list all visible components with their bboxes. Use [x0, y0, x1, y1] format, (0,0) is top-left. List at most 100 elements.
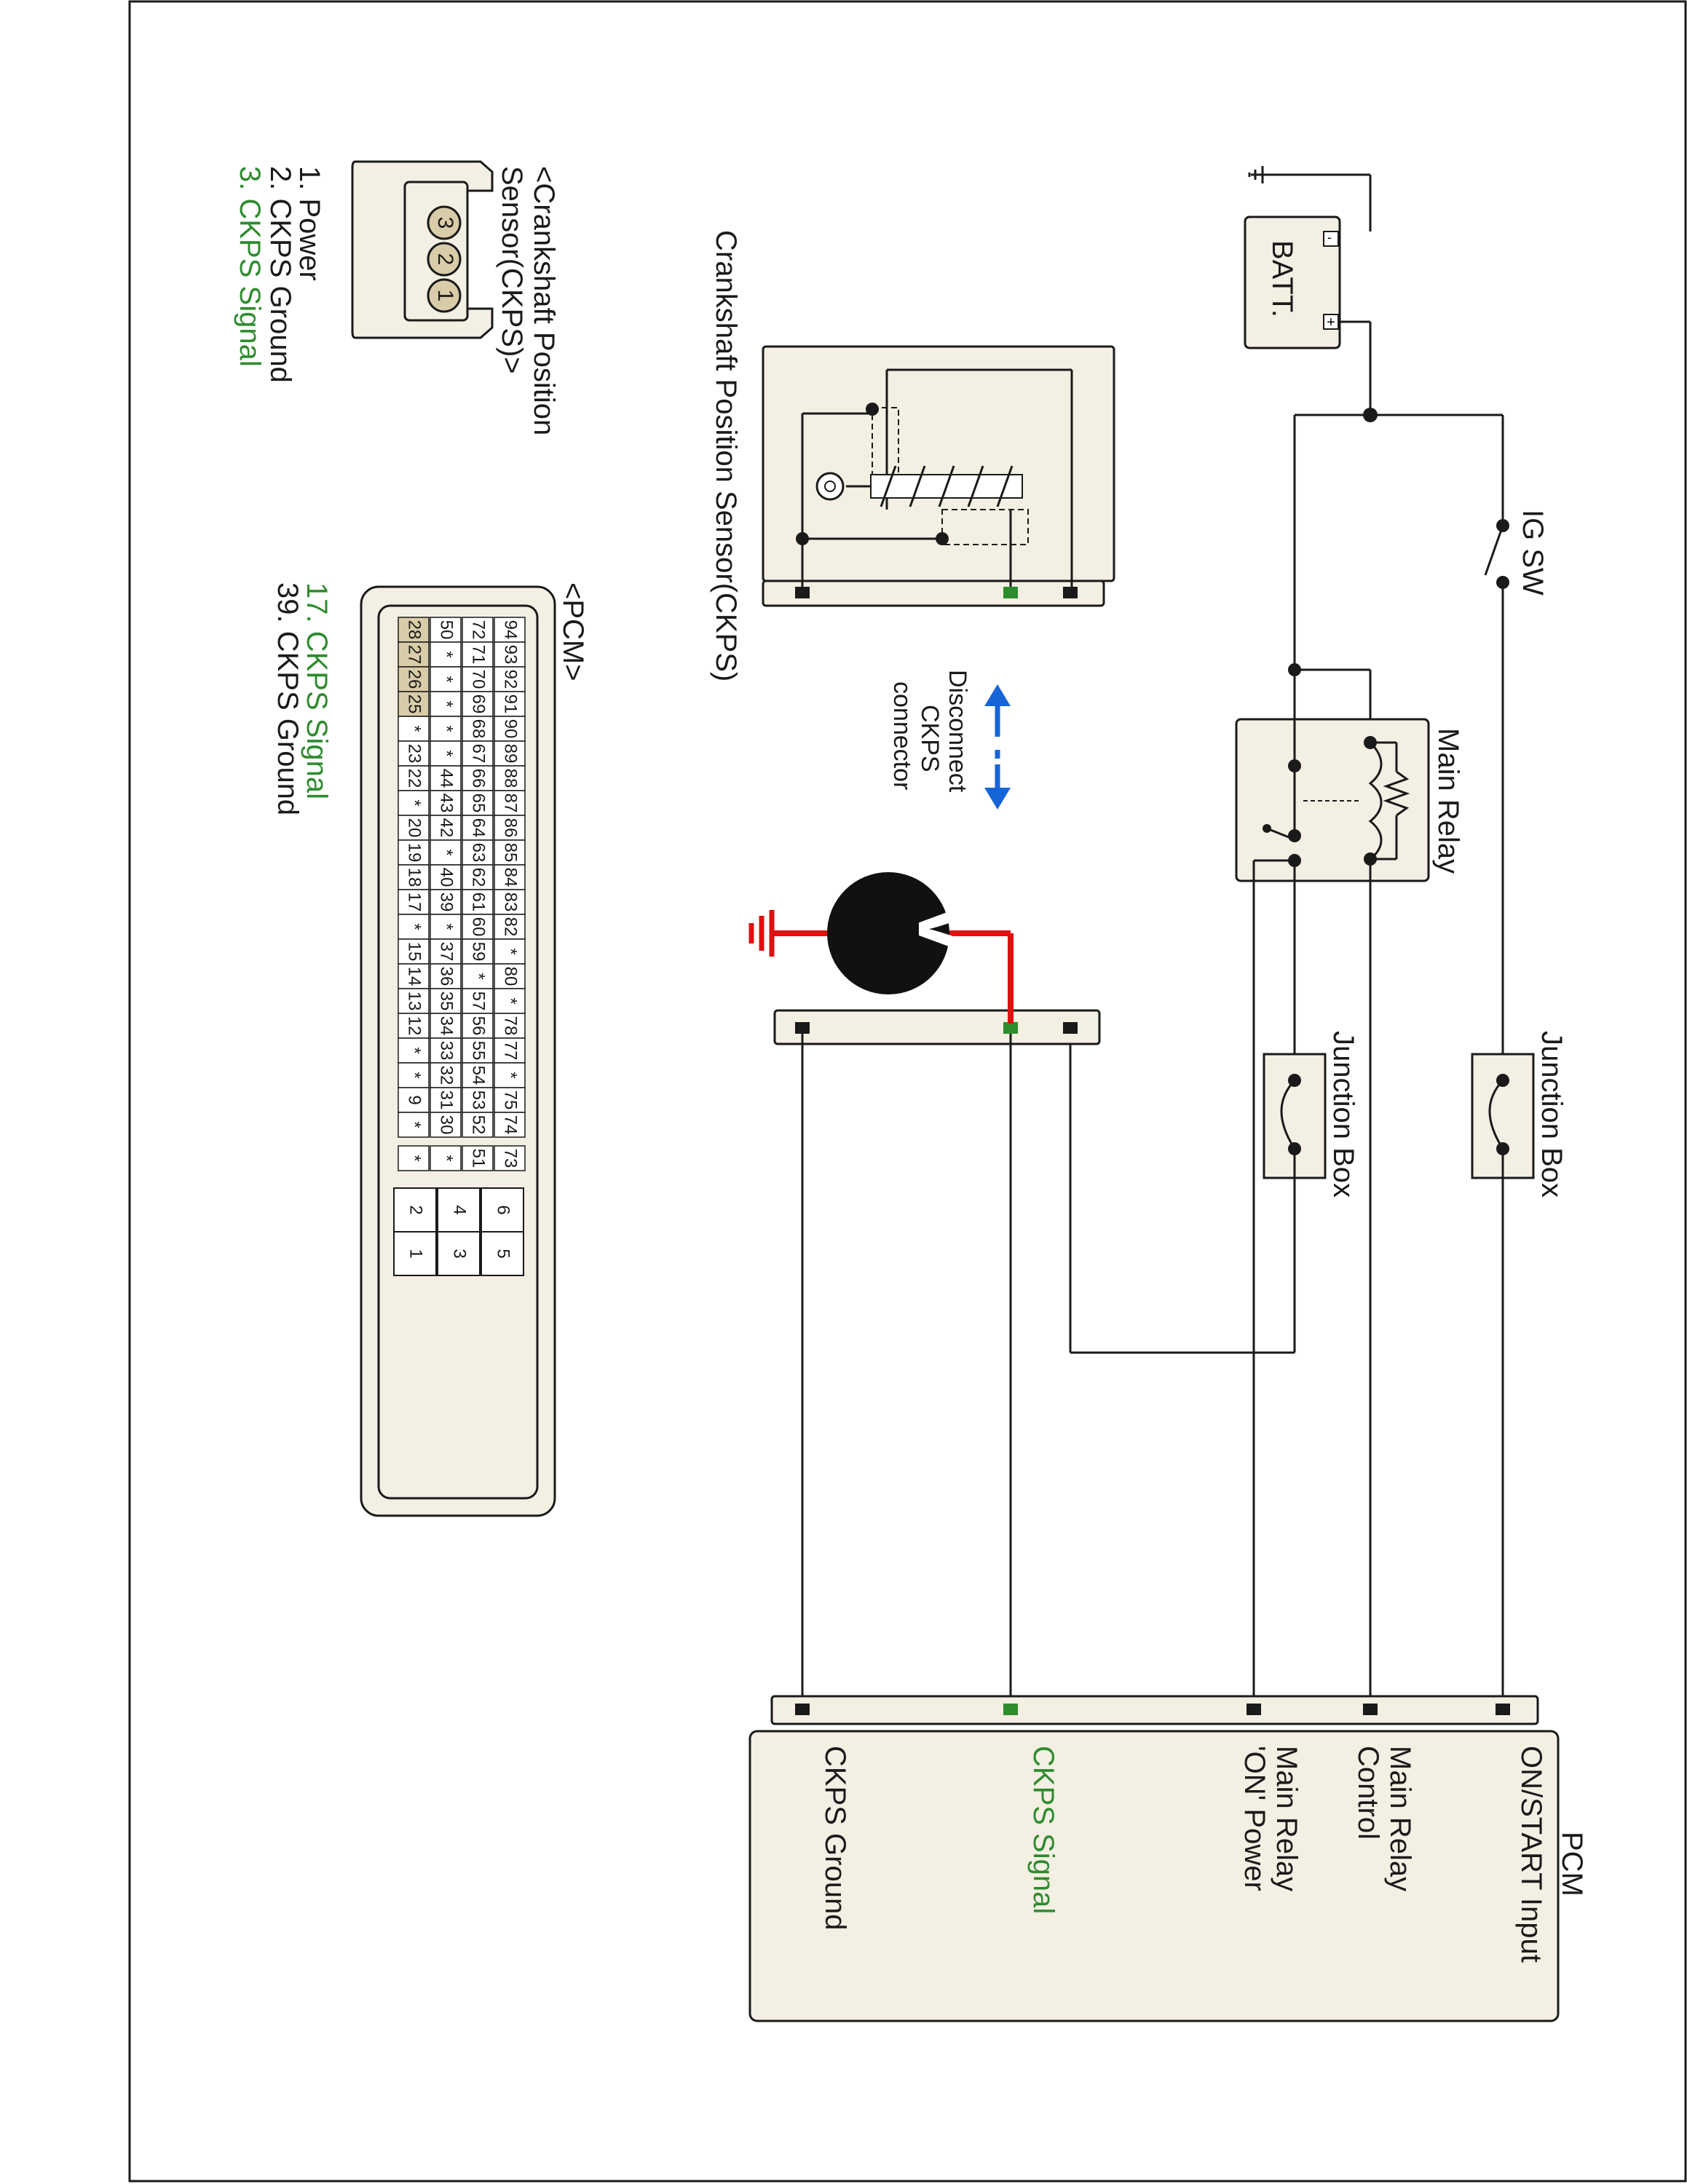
pcm-pin-number: 84: [501, 868, 521, 887]
pcm-pin-number: 60: [469, 917, 489, 937]
pcm-legend-item: 17. CKPS Signal: [301, 582, 333, 799]
pcm-pin-cell: [494, 889, 526, 915]
voltmeter: V: [748, 872, 1014, 1024]
pcm-pin-number: 25: [405, 695, 424, 714]
pcm-power-pin-cell: [481, 1187, 524, 1233]
pcm-power-pin-number: 5: [494, 1249, 513, 1258]
ckps-legend-item: 1. Power: [293, 166, 325, 281]
pcm-pin-cell: [494, 666, 526, 692]
pcm-pin-number: 86: [501, 818, 521, 838]
pcm-pin-cell: [398, 691, 430, 717]
pcm-pin-number: *: [469, 973, 489, 979]
pcm-pin-cell: [494, 864, 526, 890]
pcm-pin-number: 35: [437, 992, 457, 1011]
main-relay-label: Main Relay: [1432, 728, 1464, 874]
pcm-title: PCM: [1556, 1832, 1588, 1896]
pcm-pin-cell: [398, 641, 430, 668]
pcm-power-pin-number: 4: [450, 1205, 470, 1214]
ckps-sensor: Crankshaft Position Sensor(CKPS): [710, 230, 1115, 681]
junction-box-2: Junction Box: [1069, 1028, 1359, 1354]
pcm-pin-cell: [430, 617, 462, 643]
pcm-pin-number: *: [405, 1047, 424, 1053]
disconnect-line-3: connector: [888, 681, 916, 790]
pcm-pin-cell: [430, 988, 462, 1014]
pcm-pin-cell: [398, 864, 430, 890]
junction-box-1-label: Junction Box: [1536, 1031, 1568, 1198]
pcm-pin-number: 93: [501, 645, 521, 665]
pcm-terminal-label: CKPS Signal: [1027, 1746, 1059, 1914]
pcm-pin-number: 51: [469, 1149, 489, 1168]
pcm-pin-number: 33: [437, 1041, 457, 1061]
pcm-connector-view: 94939291908988878685848382*80*7877*75747…: [272, 582, 589, 1517]
ckps-legend-item: 3. CKPS Signal: [234, 166, 266, 367]
pcm-pin-number: 22: [405, 769, 424, 788]
pcm-pin-number: 43: [437, 794, 457, 813]
pcm-pin-number: 13: [405, 992, 424, 1011]
pcm-terminal-label: ON/START Input: [1515, 1746, 1547, 1963]
svg-text:-: -: [1327, 230, 1332, 245]
pcm-terminal-label: CKPS Ground: [819, 1746, 851, 1930]
pcm-pin-number: 15: [405, 942, 424, 962]
pcm-pin-number: *: [405, 1072, 424, 1078]
pcm-pin-number: 27: [405, 645, 424, 665]
pcm-pin-number: *: [437, 725, 457, 732]
pcm-pin-cell: [398, 790, 430, 816]
pcm-pin-number: *: [501, 948, 521, 954]
pcm-pin-number: 64: [469, 818, 489, 838]
battery-circuit: - + BATT.: [1244, 166, 1504, 670]
pcm-pin-cell: [398, 1062, 430, 1088]
pcm-pin-number: 71: [469, 645, 489, 665]
pcm-pin-number: 78: [501, 1016, 521, 1036]
battery: [1244, 215, 1341, 349]
pcm-pin-number: 53: [469, 1091, 489, 1110]
pcm-pin-number: 40: [437, 868, 457, 887]
pcm-pin-cell: [430, 864, 462, 890]
pcm-pin-cell: [462, 839, 494, 866]
pcm-pin-number: 67: [469, 744, 489, 764]
pcm-pin-cell: [462, 1112, 494, 1138]
pcm-pin-number: *: [405, 923, 424, 930]
pcm-pin-number: *: [405, 1155, 424, 1161]
ckps-pin: [427, 278, 462, 313]
pcm-power-pin-number: 1: [406, 1249, 426, 1258]
pcm-pin-cell: [398, 815, 430, 841]
pcm-terminal-label: Control: [1352, 1746, 1384, 1840]
main-relay: Main Relay: [1235, 663, 1464, 1709]
pcm-pin-cell: [462, 666, 494, 692]
pcm-pin-number: *: [405, 725, 424, 732]
pcm-pin-number: 61: [469, 893, 489, 912]
pcm-terminal-label: Main Relay: [1384, 1746, 1416, 1891]
pcm-pin-cell: [462, 988, 494, 1014]
pcm-pin-number: 56: [469, 1016, 489, 1036]
pcm-pin-cell: [398, 1087, 430, 1113]
pcm-pin-number: *: [501, 997, 521, 1004]
pcm-pin-number: 77: [501, 1041, 521, 1061]
ckps-connector-view: 321 <Crankshaft Position Sensor(CKPS)> 1…: [234, 160, 560, 435]
pcm-pin-number: 14: [405, 967, 424, 986]
pcm-pin-number: 91: [501, 695, 521, 714]
pcm-pin-number: *: [405, 1121, 424, 1128]
pcm-pin-cell: [398, 1037, 430, 1064]
pcm-pin-number: 42: [437, 818, 457, 838]
disconnect-line-2: CKPS: [916, 705, 944, 772]
pcm-pin-number: 87: [501, 794, 521, 813]
pcm-pin-cell: [430, 691, 462, 717]
ckps-pin-number: 1: [433, 290, 457, 302]
pcm-pin-cell: [462, 765, 494, 791]
pcm-power-pin-number: 6: [494, 1205, 513, 1214]
pcm-pin-cell: [462, 1087, 494, 1113]
pcm-pin-cell: [398, 938, 430, 965]
pcm-pin-number: 17: [405, 893, 424, 912]
pcm-pin-cell: [462, 716, 494, 742]
pcm-pin-cell: [462, 938, 494, 965]
pcm-pin-number: 57: [469, 992, 489, 1011]
pcm-pin-cell: [494, 1037, 526, 1064]
pcm-pin-number: 70: [469, 670, 489, 689]
pcm-pin-cell: [430, 1013, 462, 1039]
pcm-pin-number: 83: [501, 893, 521, 912]
pcm-pin-number: 19: [405, 843, 424, 863]
pcm-power-pin-cell: [437, 1231, 481, 1276]
pcm-power-pin-cell: [437, 1187, 481, 1233]
pcm-pin-cell: [430, 1087, 462, 1113]
